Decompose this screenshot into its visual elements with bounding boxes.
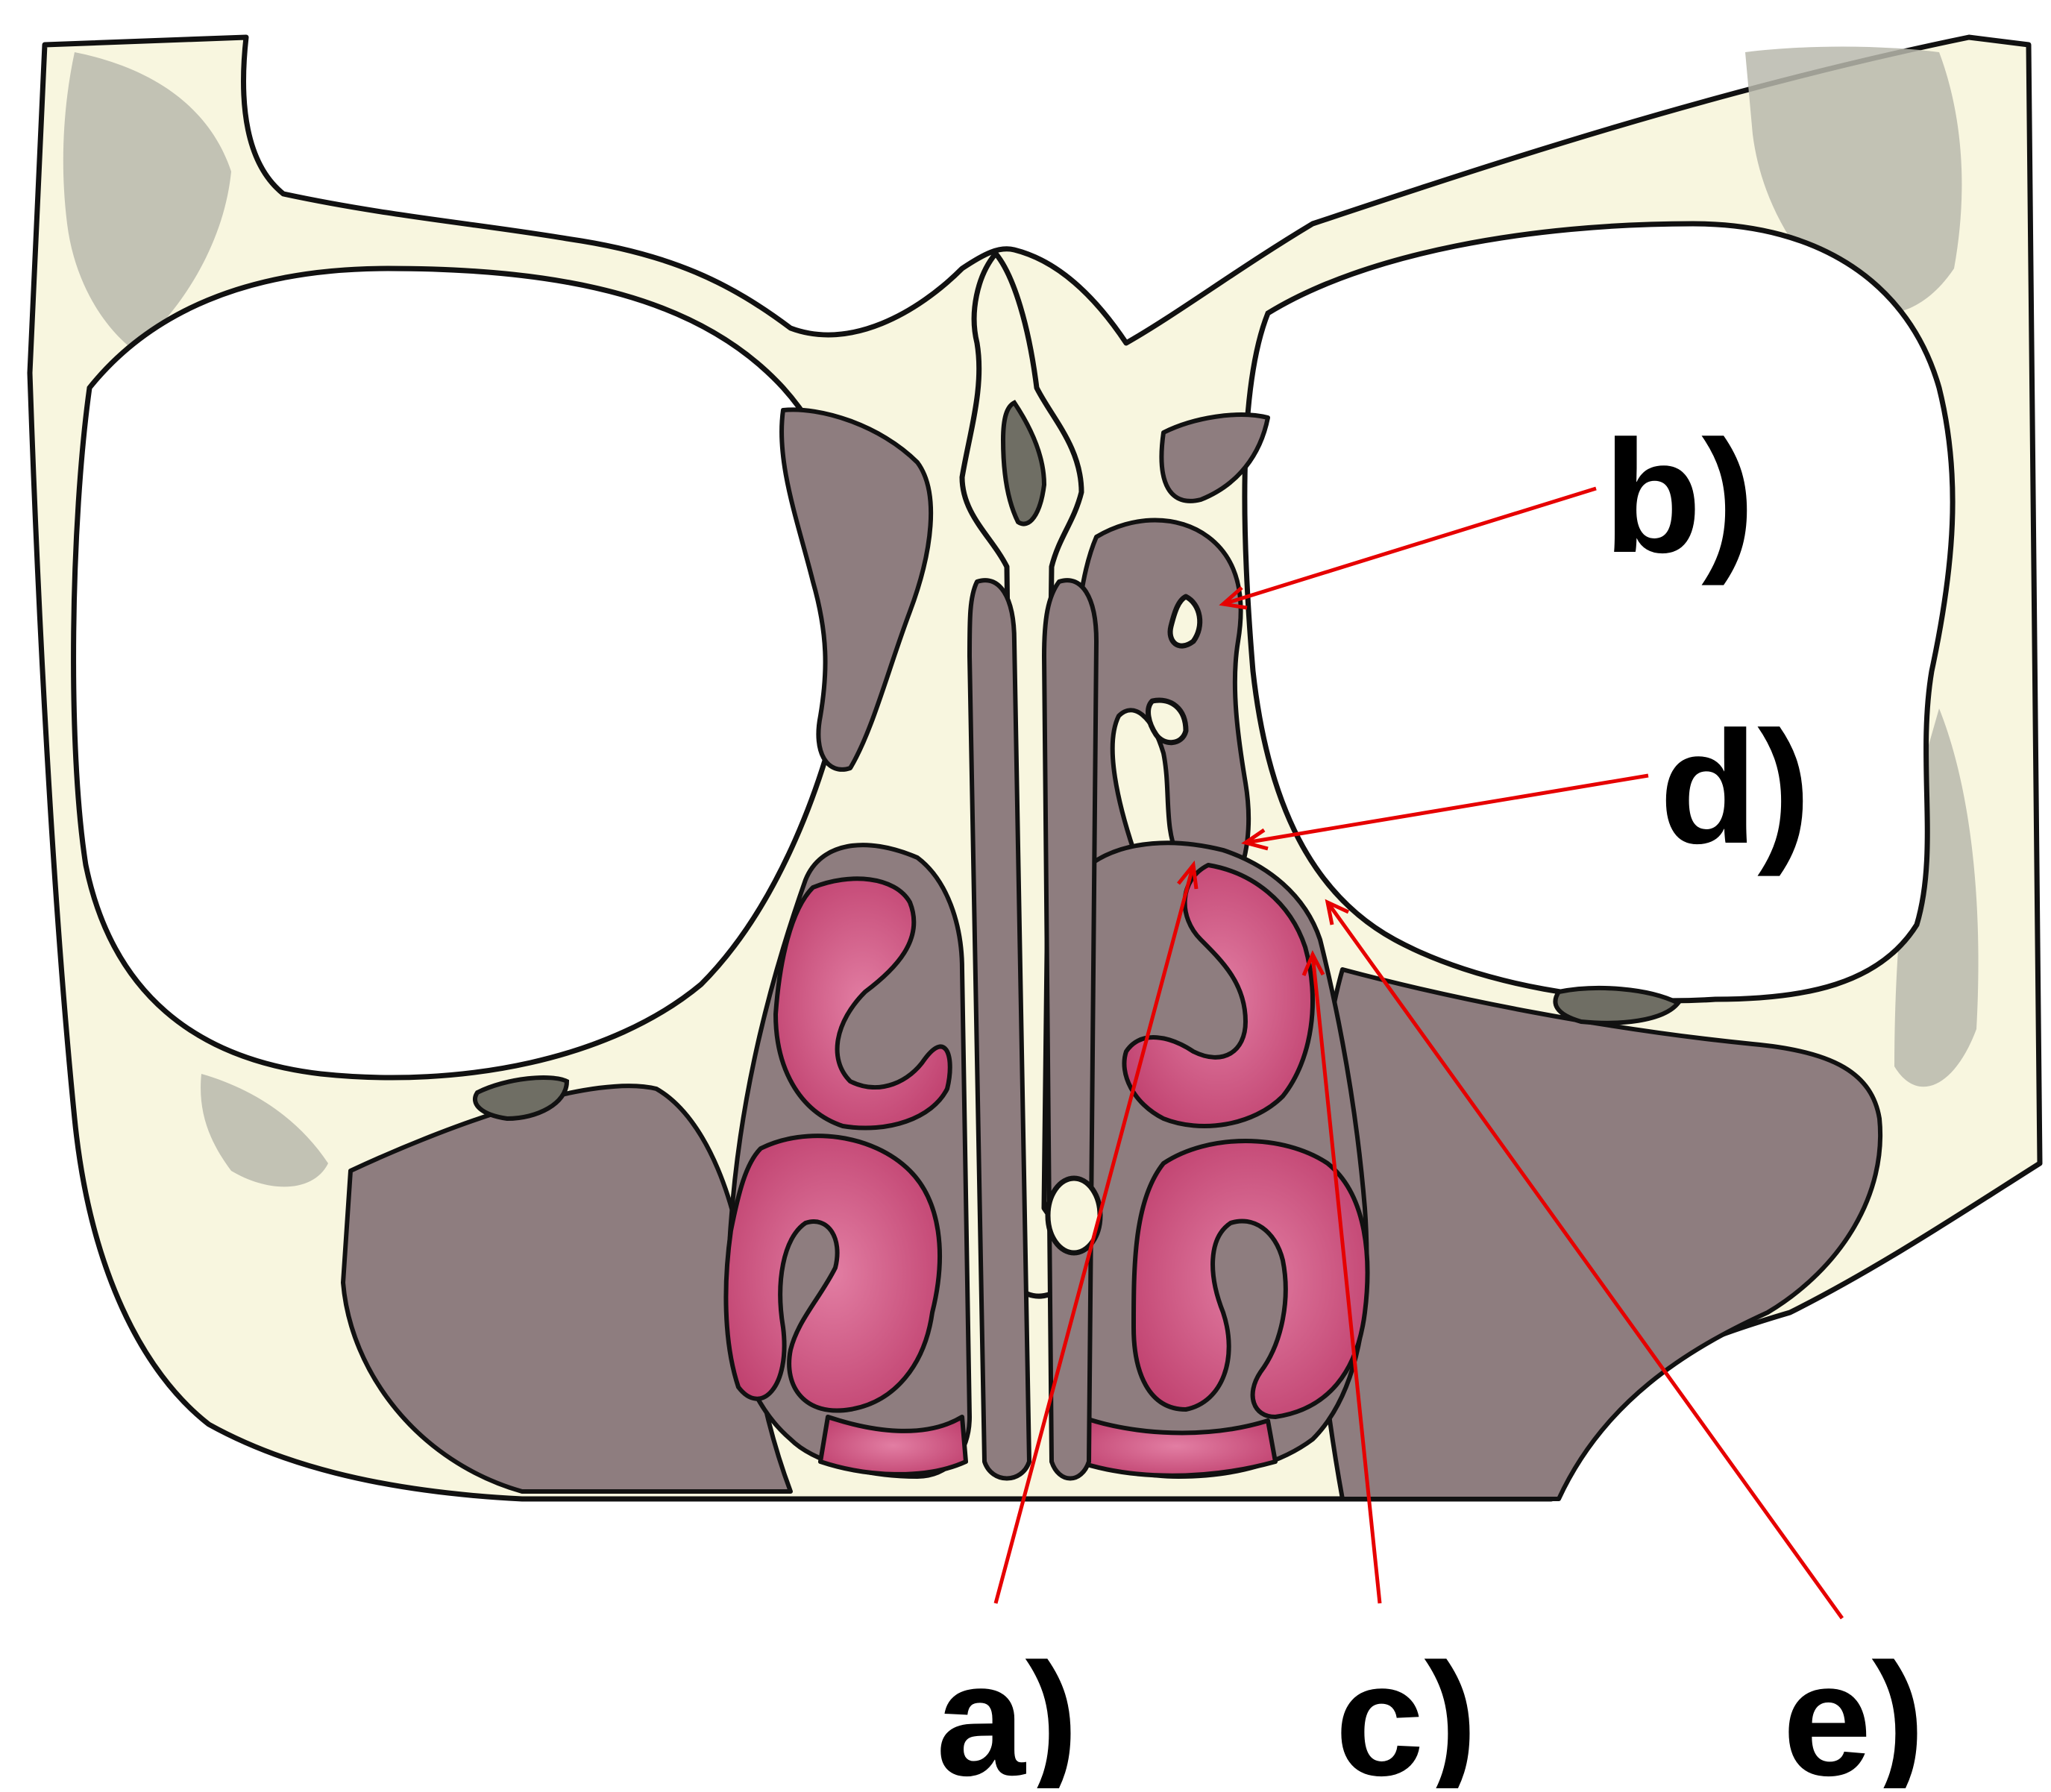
right-maxillary-soft-tissue bbox=[1313, 969, 1880, 1499]
right-orbit bbox=[1245, 224, 1953, 1001]
label-e: e) bbox=[1783, 1629, 1925, 1788]
label-b: b) bbox=[1604, 406, 1755, 586]
left-inferior-turbinate bbox=[726, 1136, 940, 1410]
right-septal-mucosa bbox=[1044, 580, 1096, 1478]
label-a: a) bbox=[936, 1629, 1078, 1788]
label-d: d) bbox=[1659, 697, 1811, 877]
label-c: c) bbox=[1335, 1629, 1477, 1788]
